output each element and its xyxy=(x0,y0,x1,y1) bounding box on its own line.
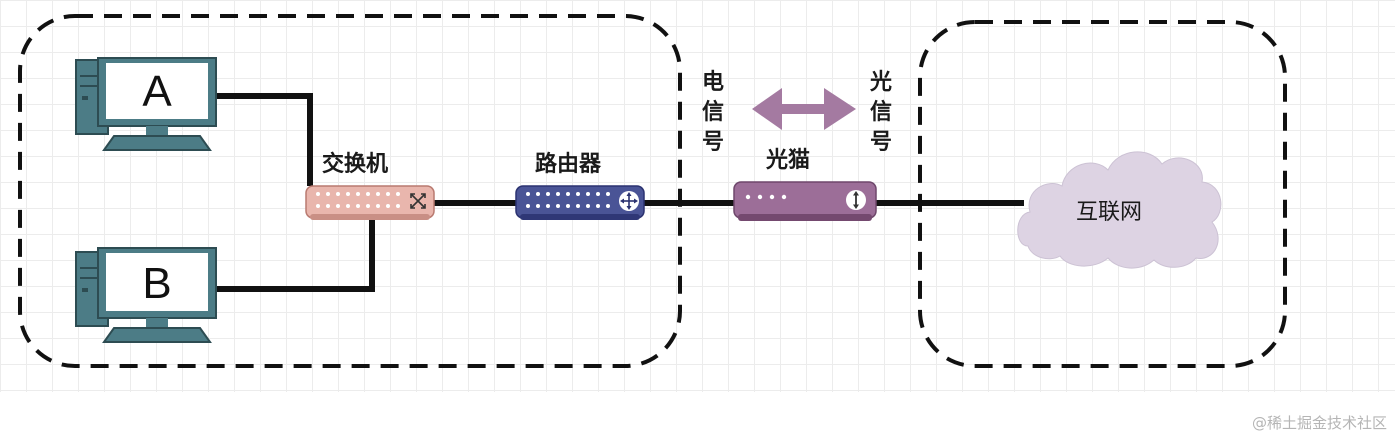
internet-label: 互联网 xyxy=(1076,200,1143,225)
cable-a-to-switch xyxy=(216,93,313,186)
cable-b-to-switch xyxy=(216,218,375,292)
optical-modem-device xyxy=(733,181,877,221)
optical-signal-label: 光信号 xyxy=(869,70,892,155)
modem-vertical-arrow-icon xyxy=(846,190,866,210)
watermark: @稀土掘金技术社区 xyxy=(1251,414,1387,432)
router-arrows-icon xyxy=(619,191,639,211)
cables xyxy=(216,93,1024,292)
internet-region xyxy=(918,20,1287,368)
internet-cloud xyxy=(1017,151,1222,269)
electric-signal-label: 电信号 xyxy=(701,70,724,155)
switch-label: 交换机 xyxy=(322,152,389,177)
router-device xyxy=(515,185,645,220)
computer-b xyxy=(75,247,217,343)
signal-conversion-double-arrow xyxy=(752,88,856,130)
optical-modem-label: 光猫 xyxy=(766,148,811,173)
computer-b-label: B xyxy=(142,259,172,308)
local-network-region xyxy=(18,14,682,368)
switch-cross-arrows-icon xyxy=(410,193,426,209)
router-label: 路由器 xyxy=(535,152,602,177)
computer-a-label: A xyxy=(142,67,172,116)
switch-device xyxy=(305,185,435,220)
computer-a xyxy=(75,57,217,151)
